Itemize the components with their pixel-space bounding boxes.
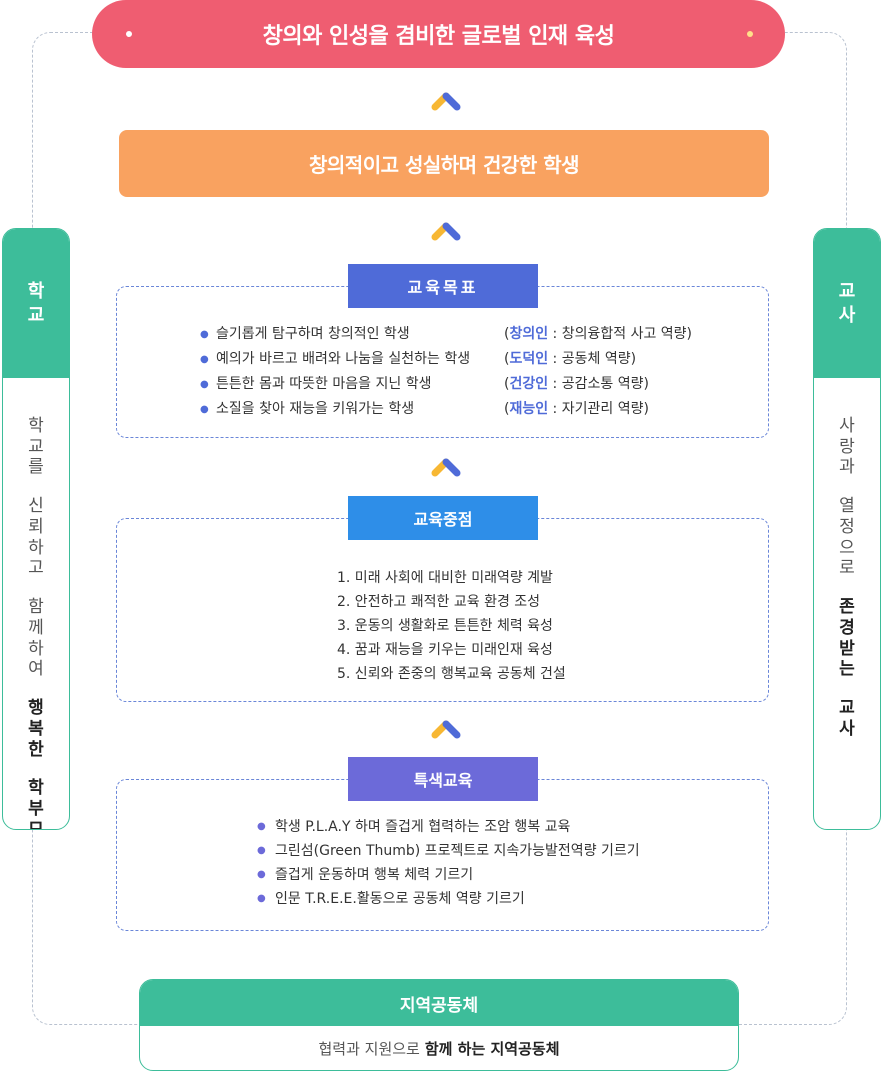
vertical-char: 행	[28, 698, 44, 719]
vertical-char: 는	[839, 659, 855, 680]
vertical-char: 로	[839, 558, 855, 579]
vertical-char: 한	[28, 739, 44, 760]
education-goals-title: 교육목표	[348, 264, 538, 308]
competency-label: (건강인 : 공감소통 역량)	[504, 376, 649, 392]
list-item: 1. 미래 사회에 대비한 미래역량 계발	[337, 570, 553, 586]
competency-label: (재능인 : 자기관리 역량)	[504, 401, 649, 417]
vertical-char: 과	[839, 457, 855, 478]
list-item: ● 튼튼한 몸과 따뜻한 마음을 지닌 학생 (건강인 : 공감소통 역량)	[200, 372, 692, 397]
bullet-icon: ●	[200, 354, 209, 365]
vertical-char: 하	[28, 638, 44, 659]
competency-label: (창의인 : 창의융합적 사고 역량)	[504, 326, 693, 342]
vertical-char: 열	[839, 496, 855, 517]
vertical-char: 으	[839, 537, 855, 558]
list-item: 5. 신뢰와 존중의 행복교육 공동체 건설	[337, 666, 566, 682]
teacher-panel-title: 교 사	[814, 229, 880, 378]
vertical-char: 뢰	[28, 516, 44, 537]
list-item: ● 슬기롭게 탐구하며 창의적인 학생 (창의인 : 창의융합적 사고 역량)	[200, 322, 692, 347]
vertical-char: 께	[28, 617, 44, 638]
list-item: ● 즐겁게 운동하며 행복 체력 기르기	[257, 863, 640, 887]
list-item: ● 소질을 찾아 재능을 키워가는 학생 (재능인 : 자기관리 역량)	[200, 397, 692, 422]
school-panel-title: 학 교	[3, 229, 69, 378]
vertical-char: 복	[28, 718, 44, 739]
vertical-char: 교	[28, 436, 44, 457]
teacher-title-char: 교	[838, 281, 856, 303]
chevron-up-icon	[431, 222, 461, 241]
vertical-char: 를	[28, 457, 44, 478]
education-focus-title: 교육중점	[348, 496, 538, 540]
vertical-char: 부	[28, 799, 44, 820]
vertical-char: 받	[839, 638, 855, 659]
list-item: 2. 안전하고 쾌적한 교육 환경 조성	[337, 594, 541, 610]
decor-dot-icon	[126, 31, 132, 37]
vertical-char: 신	[28, 496, 44, 517]
list-item: 4. 꿈과 재능을 키우는 미래인재 육성	[337, 642, 553, 658]
vertical-char: 고	[28, 558, 44, 579]
special-education-title: 특색교육	[348, 757, 538, 801]
student-ideal-text: 창의적이고 성실하며 건강한 학생	[309, 153, 580, 177]
vertical-char: 여	[28, 659, 44, 680]
vertical-char: 교	[839, 698, 855, 719]
special-education-list: ● 학생 P.L.A.Y 하며 즐겁게 협력하는 조암 행복 교육 ● 그린섬(…	[257, 815, 640, 911]
bullet-icon: ●	[200, 379, 209, 390]
education-focus-list: 1. 미래 사회에 대비한 미래역량 계발 2. 안전하고 쾌적한 교육 환경 …	[337, 566, 566, 686]
vertical-char: 사	[839, 718, 855, 739]
list-item: ● 예의가 바르고 배려와 나눔을 실천하는 학생 (도덕인 : 공동체 역량)	[200, 347, 692, 372]
decor-dot-icon	[747, 31, 753, 37]
education-goals-list: ● 슬기롭게 탐구하며 창의적인 학생 (창의인 : 창의융합적 사고 역량) …	[200, 322, 692, 422]
community-panel: 지역공동체 협력과 지원으로 함께 하는 지역공동체	[139, 979, 739, 1071]
vertical-char: 모	[28, 819, 44, 830]
bullet-icon: ●	[257, 893, 266, 904]
vertical-char: 경	[839, 617, 855, 638]
vertical-char: 사	[839, 416, 855, 436]
bullet-icon: ●	[257, 821, 266, 832]
teacher-title-char: 사	[838, 304, 856, 326]
bullet-icon: ●	[200, 404, 209, 415]
education-goals-box	[116, 286, 769, 438]
student-ideal-banner: 창의적이고 성실하며 건강한 학생	[119, 130, 769, 197]
list-item: 3. 운동의 생활화로 튼튼한 체력 육성	[337, 618, 553, 634]
vertical-char: 정	[839, 516, 855, 537]
special-education-box	[116, 779, 769, 931]
school-title-char: 학	[27, 281, 45, 303]
bullet-icon: ●	[257, 845, 266, 856]
community-title: 지역공동체	[140, 980, 738, 1026]
list-item: ● 학생 P.L.A.Y 하며 즐겁게 협력하는 조암 행복 교육	[257, 815, 640, 839]
vertical-char: 함	[28, 597, 44, 618]
vertical-char: 학	[28, 416, 44, 436]
community-description: 협력과 지원으로 함께 하는 지역공동체	[318, 1039, 560, 1058]
bullet-icon: ●	[257, 869, 266, 880]
bullet-icon: ●	[200, 329, 209, 340]
vertical-char: 하	[28, 537, 44, 558]
vertical-char: 랑	[839, 436, 855, 457]
chevron-up-icon	[431, 458, 461, 477]
vision-text: 창의와 인성을 겸비한 글로벌 인재 육성	[262, 24, 615, 49]
vertical-char: 학	[28, 778, 44, 799]
competency-label: (도덕인 : 공동체 역량)	[504, 351, 637, 367]
vision-banner: 창의와 인성을 겸비한 글로벌 인재 육성	[92, 0, 785, 68]
vertical-char: 존	[839, 597, 855, 618]
chevron-up-icon	[431, 92, 461, 111]
list-item: ● 그린섬(Green Thumb) 프로젝트로 지속가능발전역량 기르기	[257, 839, 640, 863]
school-title-char: 교	[27, 304, 45, 326]
chevron-up-icon	[431, 720, 461, 739]
list-item: ● 인문 T.R.E.E.활동으로 공동체 역량 기르기	[257, 887, 640, 911]
education-focus-box	[116, 518, 769, 702]
